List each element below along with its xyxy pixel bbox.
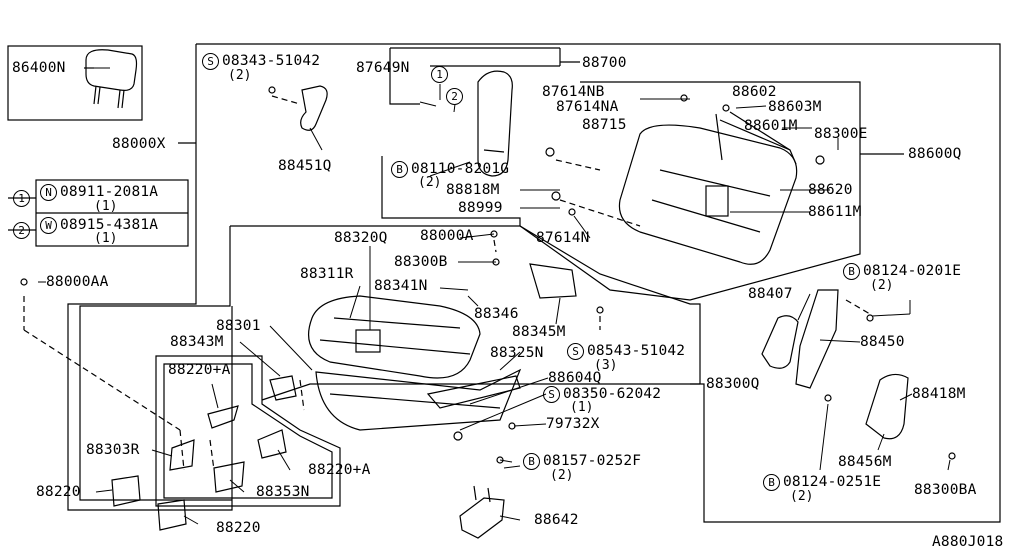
back-frame xyxy=(381,81,861,301)
legend-qty-2: (1) xyxy=(94,231,118,246)
part-86400n: 86400N xyxy=(12,60,66,76)
part-88300ba: 88300BA xyxy=(914,482,977,498)
seat-cushion xyxy=(308,295,481,379)
fastener-08110-qty: (2) xyxy=(418,175,442,190)
part-88303r: 88303R xyxy=(86,442,140,458)
symbol-s-08543: S xyxy=(567,343,584,360)
part-88353n: 88353N xyxy=(256,484,310,500)
part-88300e: 88300E xyxy=(814,126,868,142)
fastener-08124b-qty: (2) xyxy=(790,489,814,504)
part-88418m: 88418M xyxy=(912,386,966,402)
part-88300b: 88300B xyxy=(394,254,448,270)
bracket-88642 xyxy=(459,497,505,539)
drawing-number: A880J018 xyxy=(932,534,1004,550)
part-87614nb: 87614NB xyxy=(542,84,605,100)
part-88600q: 88600Q xyxy=(908,146,962,162)
legend-code-2: 08915-4381A xyxy=(60,217,159,233)
fastener-08124a: 08124-0201E xyxy=(863,263,962,279)
fastener-08124a-qty: (2) xyxy=(870,278,894,293)
fastener-08343-qty: (2) xyxy=(228,68,252,83)
fastener-08124b: 08124-0251E xyxy=(783,474,882,490)
part-88450: 88450 xyxy=(860,334,905,350)
part-79732x: 79732X xyxy=(546,416,600,432)
part-88320q: 88320Q xyxy=(334,230,388,246)
legend-symbol-n: N xyxy=(40,184,57,201)
part-88220-a-right: 88220+A xyxy=(308,462,371,478)
fastener-08543-qty: (3) xyxy=(594,358,618,373)
part-88602: 88602 xyxy=(732,84,777,100)
part-88000aa: 88000AA xyxy=(46,274,109,290)
part-88611m: 88611M xyxy=(808,204,862,220)
hinge-88451q xyxy=(300,85,328,131)
callout-1: 1 xyxy=(431,66,448,83)
cover-88456m xyxy=(865,373,909,440)
part-87614na: 87614NA xyxy=(556,99,619,115)
part-88407: 88407 xyxy=(748,286,793,302)
part-88345m: 88345M xyxy=(512,324,566,340)
fastener-08350: 08350-62042 xyxy=(563,386,662,402)
fastener-08543: 08543-51042 xyxy=(587,343,686,359)
symbol-b-08110: B xyxy=(391,161,408,178)
part-88818m: 88818M xyxy=(446,182,500,198)
part-88301: 88301 xyxy=(216,318,261,334)
part-88715: 88715 xyxy=(582,117,627,133)
part-88341n: 88341N xyxy=(374,278,428,294)
part-88343m: 88343M xyxy=(170,334,224,350)
part-88220-bottom: 88220 xyxy=(216,520,261,536)
part-88999: 88999 xyxy=(458,200,503,216)
part-88642: 88642 xyxy=(534,512,579,528)
part-87614n: 87614N xyxy=(536,230,590,246)
part-88700: 88700 xyxy=(582,55,627,71)
assembly-frame xyxy=(196,43,1001,523)
headrest-box xyxy=(7,45,143,121)
accessory-box xyxy=(155,355,341,507)
bracket-88407 xyxy=(761,315,799,369)
part-88220-left: 88220 xyxy=(36,484,81,500)
part-88451q: 88451Q xyxy=(278,158,332,174)
legend-qty-1: (1) xyxy=(94,199,118,214)
legend-symbol-w: W xyxy=(40,217,57,234)
part-88220-a-top: 88220+A xyxy=(168,362,231,378)
symbol-s-08343: S xyxy=(202,53,219,70)
seat-frame xyxy=(315,368,522,431)
symbol-b-08157: B xyxy=(523,453,540,470)
part-88620: 88620 xyxy=(808,182,853,198)
part-88325n: 88325N xyxy=(490,345,544,361)
symbol-s-08350: S xyxy=(543,386,560,403)
legend-ref-1: 1 xyxy=(13,190,30,207)
seatback xyxy=(618,124,798,265)
part-88300q: 88300Q xyxy=(706,376,760,392)
fastener-08157: 08157-0252F xyxy=(543,453,642,469)
part-88000a: 88000A xyxy=(420,228,474,244)
armrest xyxy=(477,70,513,177)
symbol-b-08124b: B xyxy=(763,474,780,491)
cushion-frame xyxy=(230,225,701,384)
legend-code-1: 08911-2081A xyxy=(60,184,159,200)
fastener-08157-qty: (2) xyxy=(550,468,574,483)
part-88000x: 88000X xyxy=(112,136,166,152)
part-88603m: 88603M xyxy=(768,99,822,115)
callout-2: 2 xyxy=(446,88,463,105)
fastener-08110: 08110-8201G xyxy=(411,161,510,177)
part-88346: 88346 xyxy=(474,306,519,322)
symbol-b-08124a: B xyxy=(843,263,860,280)
part-88604q: 88604Q xyxy=(548,370,602,386)
fastener-08350-qty: (1) xyxy=(570,400,594,415)
part-88456m: 88456M xyxy=(838,454,892,470)
part-88311r: 88311R xyxy=(300,266,354,282)
part-88601m: 88601M xyxy=(744,118,798,134)
hinge-88450 xyxy=(795,289,839,389)
fastener-08343: 08343-51042 xyxy=(222,53,321,69)
legend-ref-2: 2 xyxy=(13,222,30,239)
part-87649n: 87649N xyxy=(356,60,410,76)
